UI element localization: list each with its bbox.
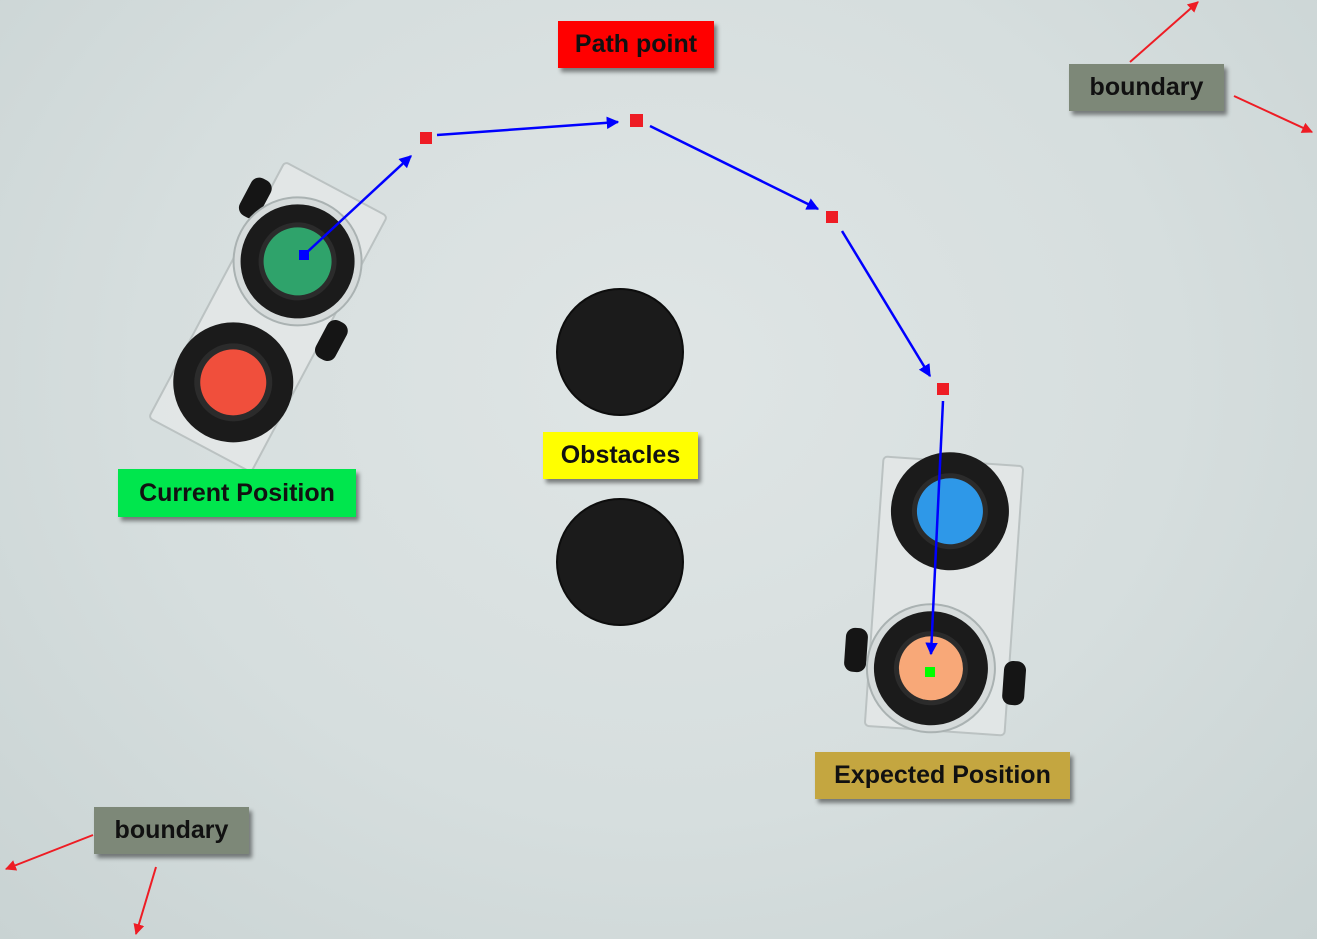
path-segment-2: [436, 116, 620, 137]
obstacle-top: [556, 288, 684, 416]
robot-expected: [844, 452, 1026, 737]
boundary-arrows: [4, 1, 1313, 936]
path-segment-4: [840, 230, 932, 378]
boundary-arrow-bottom-left-left: [4, 834, 94, 871]
robot-current-rear-marker: [200, 349, 267, 416]
boundary-label-bottom-left: boundary: [94, 807, 249, 854]
expected-position-center-dot: [925, 667, 935, 677]
boundary-arrow-top-right-up: [1129, 1, 1199, 63]
boundary-arrow-top-right-right: [1233, 95, 1313, 133]
waypoint-3: [826, 211, 838, 223]
obstacles-label: Obstacles: [543, 432, 698, 479]
robot-current-wheel-left: [238, 177, 272, 219]
robot-expected-front-marker: [916, 478, 983, 545]
waypoint-1: [420, 132, 432, 144]
current-position-center-dot: [299, 250, 309, 260]
path-segment-5: [925, 400, 945, 656]
boundary-arrow-bottom-left-down: [133, 866, 157, 936]
robot-current: [149, 162, 387, 472]
robot-current-wheel-right: [314, 319, 348, 362]
path-point-label: Path point: [558, 21, 714, 68]
waypoints: [420, 114, 949, 395]
path-segment-3: [649, 124, 820, 211]
current-position-label: Current Position: [118, 469, 356, 517]
boundary-label-top-right: boundary: [1069, 64, 1224, 111]
expected-position-label: Expected Position: [815, 752, 1070, 799]
robot-expected-wheel-left: [844, 627, 868, 673]
robot-expected-wheel-right: [1002, 660, 1026, 706]
waypoint-4: [937, 383, 949, 395]
path-segment-1: [303, 155, 412, 256]
obstacle-bottom: [556, 498, 684, 626]
waypoint-2: [630, 114, 643, 127]
obstacles-group: [556, 288, 684, 626]
planned-path: [303, 116, 945, 656]
